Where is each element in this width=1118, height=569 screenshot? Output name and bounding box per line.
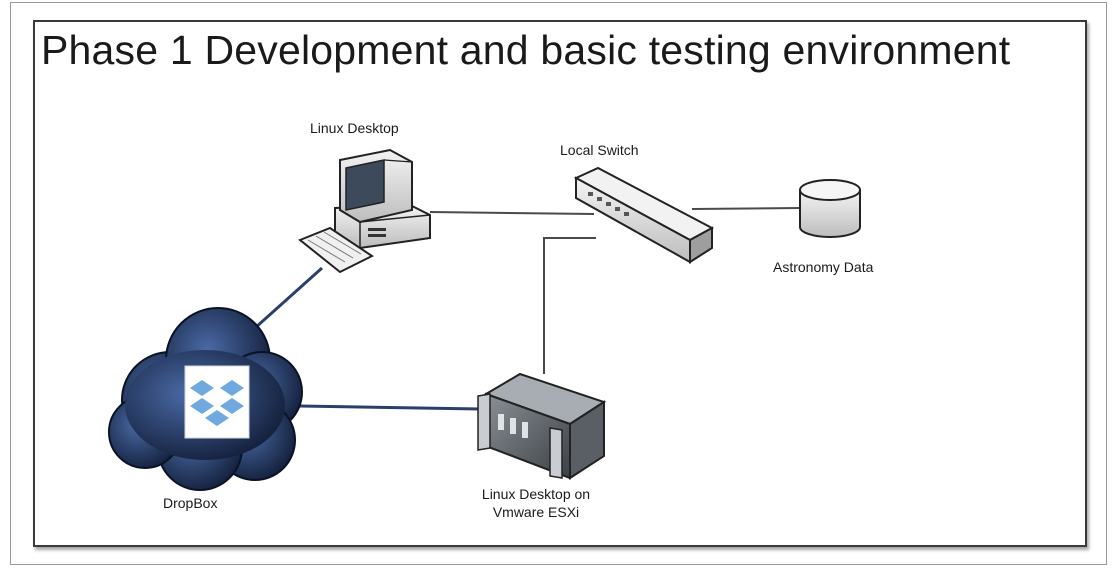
database-icon (799, 179, 861, 238)
label-esxi-line1: Linux Desktop on (481, 486, 591, 502)
label-linux-desktop: Linux Desktop (310, 120, 399, 136)
rack-server-icon (477, 372, 607, 480)
connection-lines (244, 207, 801, 411)
label-dropbox: DropBox (163, 495, 218, 511)
link-desktop-switch (429, 211, 595, 215)
label-esxi-line2: Vmware ESXi (492, 504, 580, 520)
dropbox-logo-icon (184, 365, 250, 439)
link-dropbox-server (299, 404, 481, 411)
link-switch-server (543, 237, 596, 374)
label-local-switch: Local Switch (560, 142, 639, 158)
label-astronomy-data: Astronomy Data (773, 259, 874, 275)
desktop-computer-icon (298, 148, 431, 274)
link-desktop-dropbox (244, 266, 324, 338)
link-switch-astronomy (691, 207, 801, 210)
network-switch-icon (573, 166, 715, 264)
diagram-title: Phase 1 Development and basic testing en… (41, 27, 1011, 73)
outer-frame (10, 2, 1107, 565)
